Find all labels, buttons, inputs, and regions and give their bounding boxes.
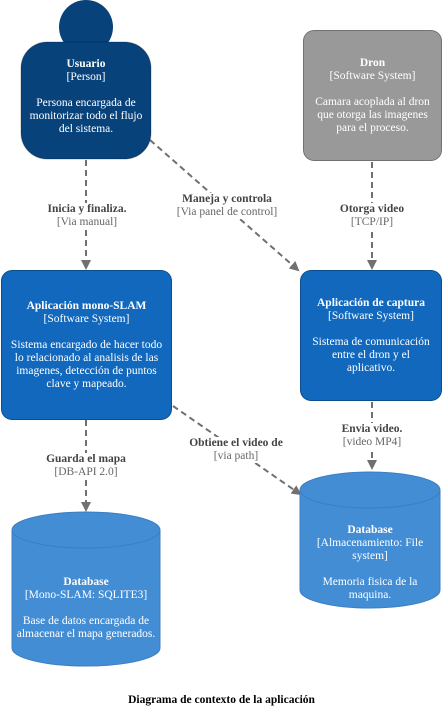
node-mono-slam[interactable]: Aplicación mono-SLAM [Software System] S… <box>1 270 172 420</box>
node-title: Dron <box>359 56 386 69</box>
cylinder-db-file <box>299 471 441 609</box>
edge-title: Inicia y finaliza. <box>47 203 127 215</box>
node-kind: [Person] <box>66 71 106 83</box>
edge-label-maneja: Maneja y controla [Via panel de control] <box>172 193 282 219</box>
node-dron[interactable]: Dron [Software System] Camara acoplada a… <box>303 30 442 161</box>
node-title: Database <box>347 524 393 536</box>
edge-maneja <box>149 139 300 272</box>
node-kind: [Almacenamiento: File system] <box>316 537 424 562</box>
node-title: Aplicación de captura <box>317 296 425 309</box>
edge-label-otorga: Otorga video [TCP/IP] <box>333 203 411 229</box>
edge-title: Guarda el mapa <box>46 453 126 465</box>
node-description: Sistema de comunicación entre el dron y … <box>312 335 430 374</box>
edge-detail: [Via panel de control] <box>176 206 278 218</box>
node-description: Persona encargada de monitorizar todo el… <box>29 97 143 135</box>
edge-detail: [DB-API 2.0] <box>54 466 118 478</box>
node-title: Database <box>63 576 109 588</box>
node-title: Aplicación mono-SLAM <box>26 299 147 312</box>
node-kind: [Software System] <box>329 69 416 82</box>
cylinder-db-slam <box>11 511 161 667</box>
edge-label-obtiene: Obtiene el video de [via path] <box>184 437 288 463</box>
edge-detail: [video MP4] <box>342 436 402 448</box>
edge-label-guarda: Guarda el mapa [DB-API 2.0] <box>40 453 132 479</box>
node-db-slam[interactable]: Database [Mono-SLAM: SQLITE3] Base de da… <box>12 576 160 641</box>
node-db-file[interactable]: Database [Almacenamiento: File system] M… <box>300 524 440 602</box>
node-usuario[interactable]: Usuario [Person] Persona encargada de mo… <box>21 58 151 136</box>
node-description: Sistema encargado de hacer todo lo relac… <box>10 338 163 390</box>
node-kind: [Software System] <box>328 309 414 322</box>
edge-detail: [TCP/IP] <box>350 216 394 228</box>
edge-title: Otorga video <box>339 203 405 215</box>
node-title: Usuario <box>66 58 106 70</box>
edge-title: Envia video. <box>341 423 403 435</box>
edge-detail: [Via manual] <box>56 216 118 228</box>
edge-obtiene <box>172 405 302 496</box>
node-description: Memoria fisica de la maquina. <box>322 576 418 601</box>
edge-label-envia: Envia video. [video MP4] <box>336 423 408 449</box>
edge-title: Maneja y controla <box>182 193 272 205</box>
node-kind: [Software System] <box>43 312 130 325</box>
node-description: Camara acoplada al dron que otorga las i… <box>315 95 430 134</box>
edge-label-inicia: Inicia y finaliza. [Via manual] <box>42 203 132 229</box>
node-captura[interactable]: Aplicación de captura [Software System] … <box>300 270 442 401</box>
node-kind: [Mono-SLAM: SQLITE3] <box>24 589 148 601</box>
node-description: Base de datos encargada de almacenar el … <box>16 615 156 640</box>
edge-detail: [via path] <box>213 450 259 462</box>
edge-title: Obtiene el video de <box>189 437 283 449</box>
diagram-caption: Diagrama de contexto de la aplicación <box>128 694 315 706</box>
